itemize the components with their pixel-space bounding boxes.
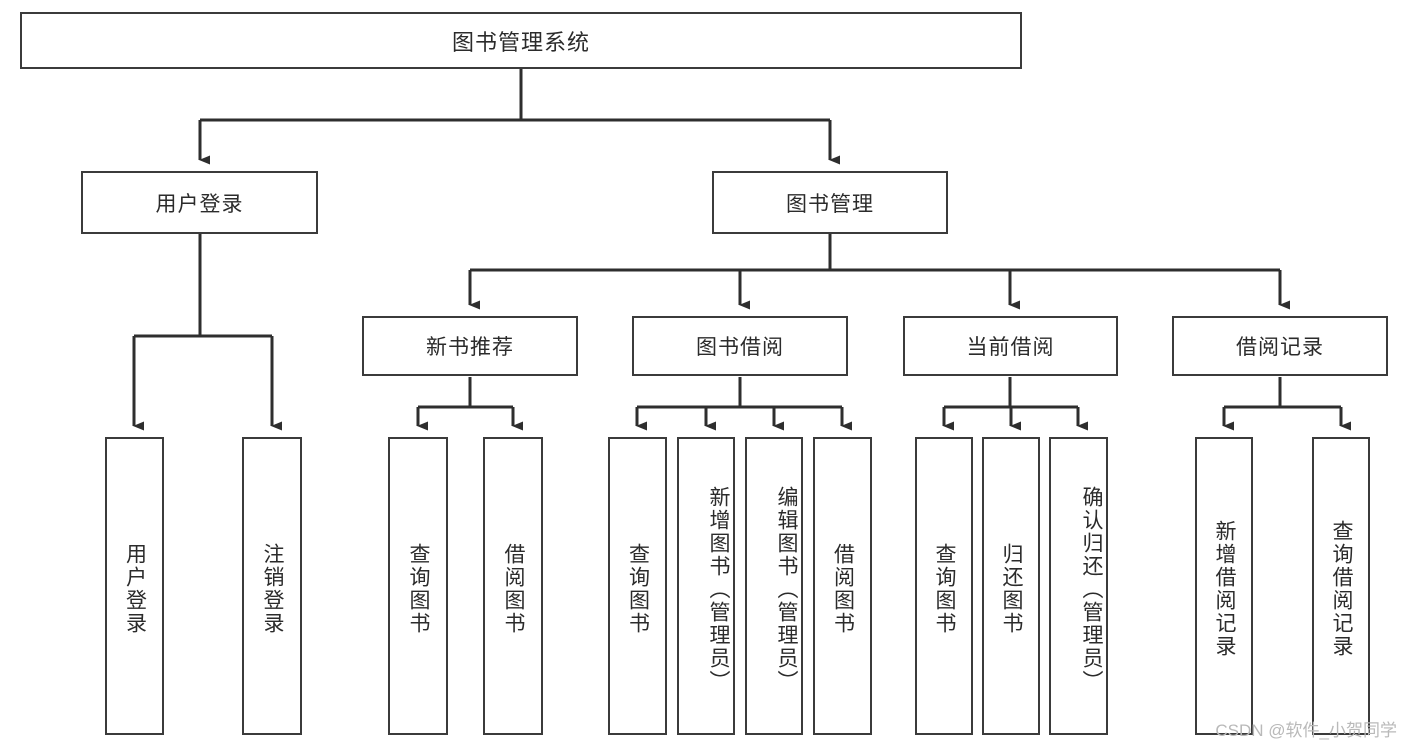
node-current-borrow[interactable]: 当前借阅 xyxy=(903,316,1118,376)
leaf-book-borrow-lend[interactable]: 借阅图书 xyxy=(813,437,872,735)
leaf-borrow-record-query[interactable]: 查询借阅记录 xyxy=(1312,437,1370,735)
leaf-user-login-logout[interactable]: 注销登录 xyxy=(242,437,302,735)
node-user-login[interactable]: 用户登录 xyxy=(81,171,318,234)
node-book-borrow[interactable]: 图书借阅 xyxy=(632,316,848,376)
node-root-system[interactable]: 图书管理系统 xyxy=(20,12,1022,69)
leaf-user-login-login[interactable]: 用户登录 xyxy=(105,437,164,735)
leaf-borrow-record-add[interactable]: 新增借阅记录 xyxy=(1195,437,1253,735)
leaf-book-borrow-edit[interactable]: 编辑图书（管理员） xyxy=(745,437,803,735)
node-book-management[interactable]: 图书管理 xyxy=(712,171,948,234)
leaf-current-borrow-confirm[interactable]: 确认归还（管理员） xyxy=(1049,437,1108,735)
leaf-book-borrow-add[interactable]: 新增图书（管理员） xyxy=(677,437,735,735)
leaf-current-borrow-query[interactable]: 查询图书 xyxy=(915,437,973,735)
node-new-book-recommend[interactable]: 新书推荐 xyxy=(362,316,578,376)
node-borrow-record[interactable]: 借阅记录 xyxy=(1172,316,1388,376)
leaf-new-book-query[interactable]: 查询图书 xyxy=(388,437,448,735)
leaf-current-borrow-return[interactable]: 归还图书 xyxy=(982,437,1040,735)
leaf-book-borrow-query[interactable]: 查询图书 xyxy=(608,437,667,735)
leaf-new-book-borrow[interactable]: 借阅图书 xyxy=(483,437,543,735)
